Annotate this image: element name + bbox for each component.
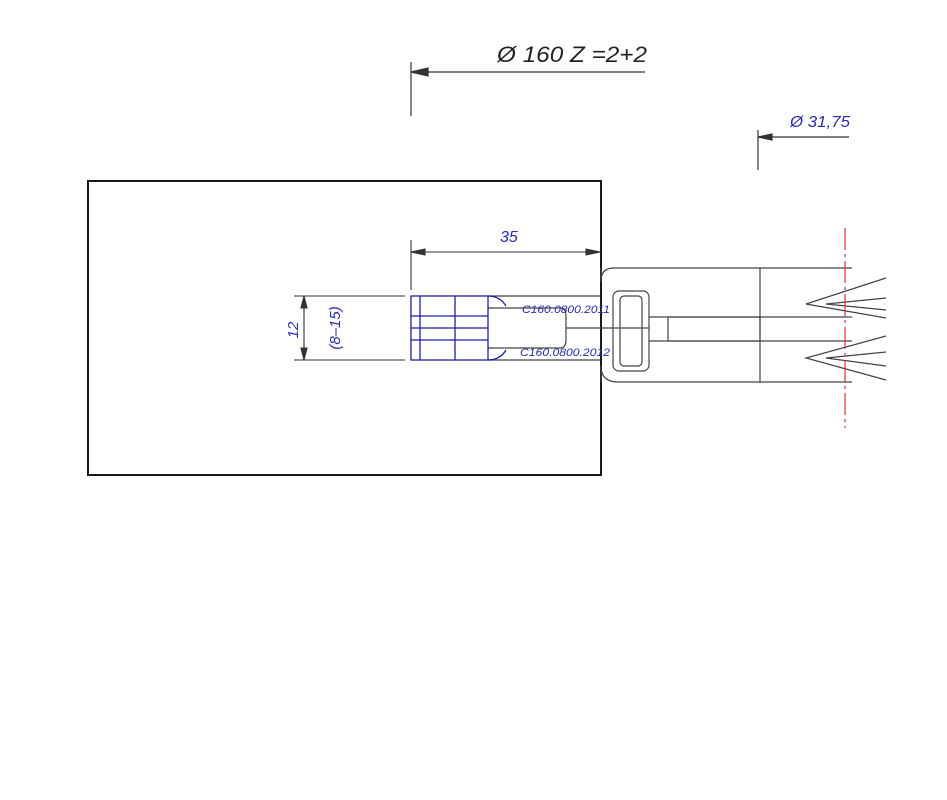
dim-bore-diameter: [757, 130, 849, 170]
dim-cutter-diameter: [410, 62, 645, 116]
label-width: 12: [285, 321, 302, 338]
tool-holder: [488, 267, 852, 383]
label-lower-knife-part: C160.0800.2012: [520, 347, 610, 359]
knife-inserts: [410, 295, 507, 361]
dim-width: [294, 295, 405, 361]
label-upper-knife-part: C160.0800.2011: [522, 304, 610, 316]
label-width-range: (8–15): [327, 306, 344, 349]
dim-depth: [410, 240, 601, 290]
label-bore-diameter: Ø 31,75: [789, 114, 850, 131]
label-cutter-diameter: Ø 160 Z =2+2: [496, 42, 647, 67]
label-depth: 35: [500, 229, 518, 246]
cutter-teeth: [803, 277, 887, 381]
workpiece-block: [87, 180, 602, 476]
